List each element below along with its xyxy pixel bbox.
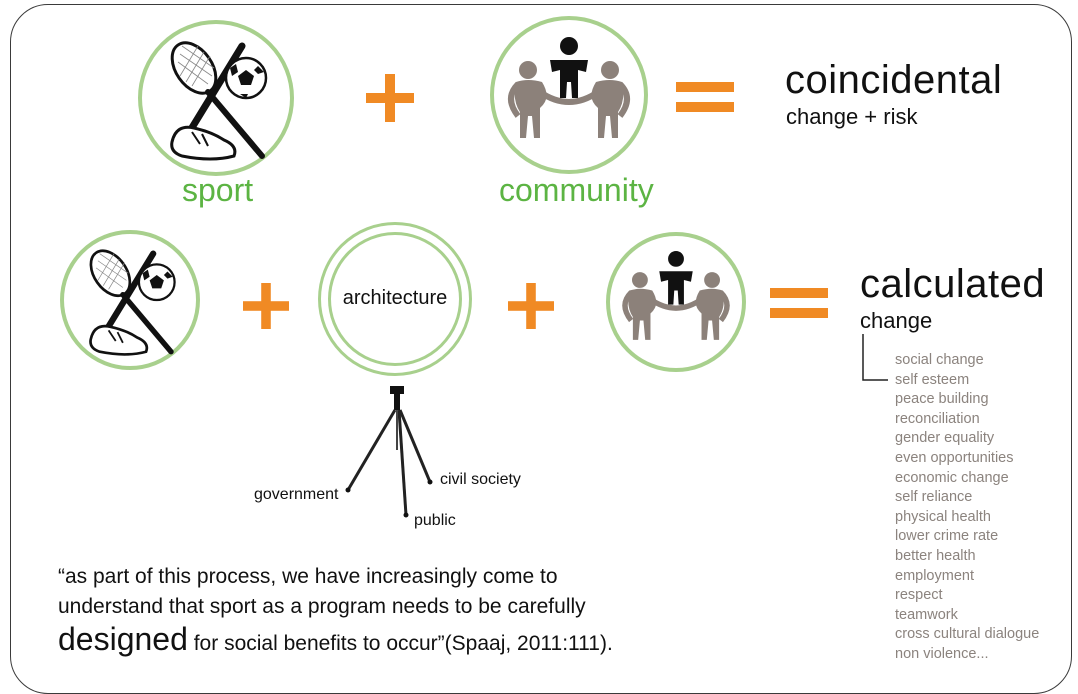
list-item: cross cultural dialogue bbox=[895, 626, 1040, 643]
plus-icon bbox=[366, 74, 414, 122]
community-circle-small bbox=[606, 232, 746, 372]
tripod-label-public: public bbox=[414, 512, 456, 529]
calculated-subtitle: change bbox=[860, 308, 933, 333]
list-item: lower crime rate bbox=[895, 528, 999, 545]
outcomes-list: social change self esteem peace building… bbox=[895, 351, 1039, 665]
list-item: self esteem bbox=[895, 371, 970, 388]
list-item: teamwork bbox=[895, 606, 958, 623]
tripod-icon bbox=[345, 386, 433, 518]
list-item: peace building bbox=[895, 391, 989, 408]
community-circle bbox=[490, 16, 648, 174]
equals-icon bbox=[676, 82, 734, 112]
calculated-title: calculated bbox=[860, 262, 1046, 306]
list-item: gender equality bbox=[895, 430, 995, 447]
coincidental-title: coincidental bbox=[785, 58, 1003, 102]
bracket-connector bbox=[862, 334, 888, 381]
sport-circle bbox=[138, 20, 294, 176]
tripod-label-civil-society: civil society bbox=[440, 471, 521, 488]
quote-line: understand that sport as a program needs… bbox=[58, 595, 586, 618]
list-item: respect bbox=[895, 587, 943, 604]
equals-icon bbox=[770, 288, 828, 318]
quote-citation: (Spaaj, 2011:111). bbox=[444, 632, 613, 655]
list-item: economic change bbox=[895, 469, 1009, 486]
tripod-label-government: government bbox=[254, 486, 339, 503]
sport-equipment-icon bbox=[89, 249, 176, 356]
quote-line: “as part of this process, we have increa… bbox=[58, 565, 558, 588]
architecture-circle: architecture bbox=[318, 222, 472, 376]
quote-line: designed for social benefits to occur”(S… bbox=[58, 621, 698, 659]
community-people-icon bbox=[622, 250, 730, 340]
quote-block: “as part of this process, we have increa… bbox=[58, 562, 698, 659]
quote-line-rest: for social benefits to occur” bbox=[187, 632, 445, 655]
list-item: social change bbox=[895, 352, 984, 368]
list-item: even opportunities bbox=[895, 449, 1014, 466]
list-item: non violence... bbox=[895, 645, 989, 662]
sport-circle-small bbox=[60, 230, 200, 370]
sport-label: sport bbox=[182, 172, 254, 208]
list-item: reconciliation bbox=[895, 410, 980, 427]
plus-icon bbox=[508, 283, 554, 329]
quote-emphasis: designed bbox=[58, 621, 188, 657]
list-item: self reliance bbox=[895, 489, 973, 506]
architecture-label: architecture bbox=[342, 287, 448, 309]
community-people-icon bbox=[508, 37, 630, 138]
list-item: physical health bbox=[895, 508, 991, 525]
sport-equipment-icon bbox=[170, 41, 268, 161]
community-label: community bbox=[499, 172, 654, 208]
list-item: better health bbox=[895, 547, 976, 564]
coincidental-subtitle: change + risk bbox=[786, 104, 918, 129]
plus-icon bbox=[243, 283, 289, 329]
list-item: employment bbox=[895, 567, 974, 584]
